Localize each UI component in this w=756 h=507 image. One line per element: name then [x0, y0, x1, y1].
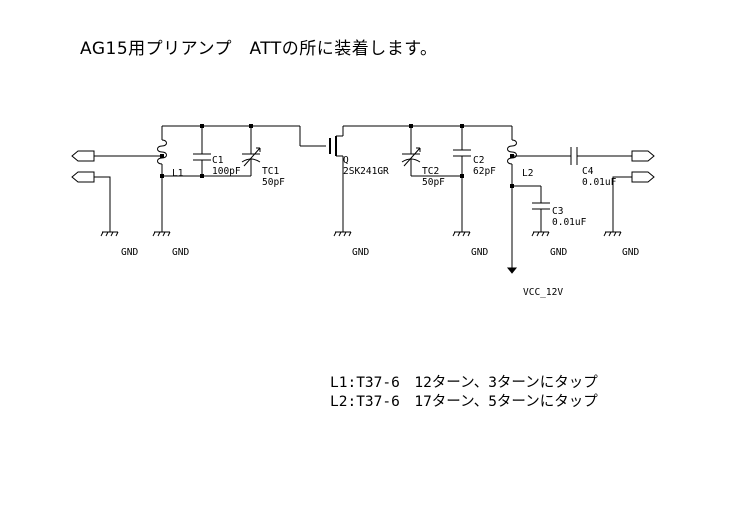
gnd-label: GND [352, 247, 369, 258]
label-c4-ref: C4 [582, 166, 594, 177]
wire-output-ground [612, 176, 632, 232]
capacitor-c1 [193, 126, 211, 176]
ground-symbols [100, 231, 622, 237]
mosfet-q [329, 126, 344, 232]
label-q-value: 2SK241GR [343, 166, 389, 177]
label-tc1-ref: TC1 [262, 166, 279, 177]
coil-l2 [507, 126, 517, 270]
gnd-symbol [452, 231, 471, 237]
label-c4-value: 0.01uF [582, 177, 617, 188]
label-c1-value: 100pF [212, 166, 241, 177]
label-c1-ref: C1 [212, 155, 224, 166]
label-q-ref: Q [343, 155, 349, 166]
page-title: AG15用プリアンプ ATTの所に装着します。 [80, 39, 438, 59]
coil-notes: L1:T37-6 12ターン、3ターンにタップ L2:T37-6 17ターン、5… [330, 374, 598, 412]
capacitor-c2 [453, 126, 471, 232]
gnd-label: GND [550, 247, 567, 258]
label-tc2-value: 50pF [422, 177, 445, 188]
label-tc2-ref: TC2 [422, 166, 439, 177]
gnd-symbol [100, 231, 119, 237]
capacitor-c3 [512, 185, 550, 232]
gnd-symbol [152, 231, 171, 237]
label-c2-value: 62pF [473, 166, 496, 177]
label-c3-value: 0.01uF [552, 217, 587, 228]
note-l1: L1:T37-6 12ターン、3ターンにタップ [330, 375, 598, 391]
input-connector-ground [71, 171, 95, 183]
gnd-label: GND [172, 247, 189, 258]
label-c2-ref: C2 [473, 155, 484, 166]
gnd-symbol [333, 231, 352, 237]
gnd-symbol [531, 231, 550, 237]
label-l1: L1 [172, 168, 184, 179]
output-connector-ground [631, 171, 655, 183]
vcc-label: VCC_12V [523, 287, 563, 298]
input-connector-signal [71, 150, 95, 162]
gnd-label: GND [622, 247, 639, 258]
output-connector-signal [631, 150, 655, 162]
label-tc1-value: 50pF [262, 177, 285, 188]
gnd-label: GND [471, 247, 488, 258]
label-c3-ref: C3 [552, 206, 563, 217]
junction-dots [160, 124, 514, 188]
gnd-symbol [603, 231, 622, 237]
label-l2: L2 [522, 168, 533, 179]
vcc-arrow [506, 267, 518, 274]
trimmer-capacitor-tc2 [401, 126, 421, 176]
coil-l1 [157, 126, 167, 232]
capacitor-c4 [570, 147, 578, 165]
note-l2: L2:T37-6 17ターン、5ターンにタップ [330, 394, 598, 410]
trimmer-capacitor-tc1 [241, 126, 261, 176]
wire-input-ground [94, 176, 111, 232]
gnd-label: GND [121, 247, 138, 258]
